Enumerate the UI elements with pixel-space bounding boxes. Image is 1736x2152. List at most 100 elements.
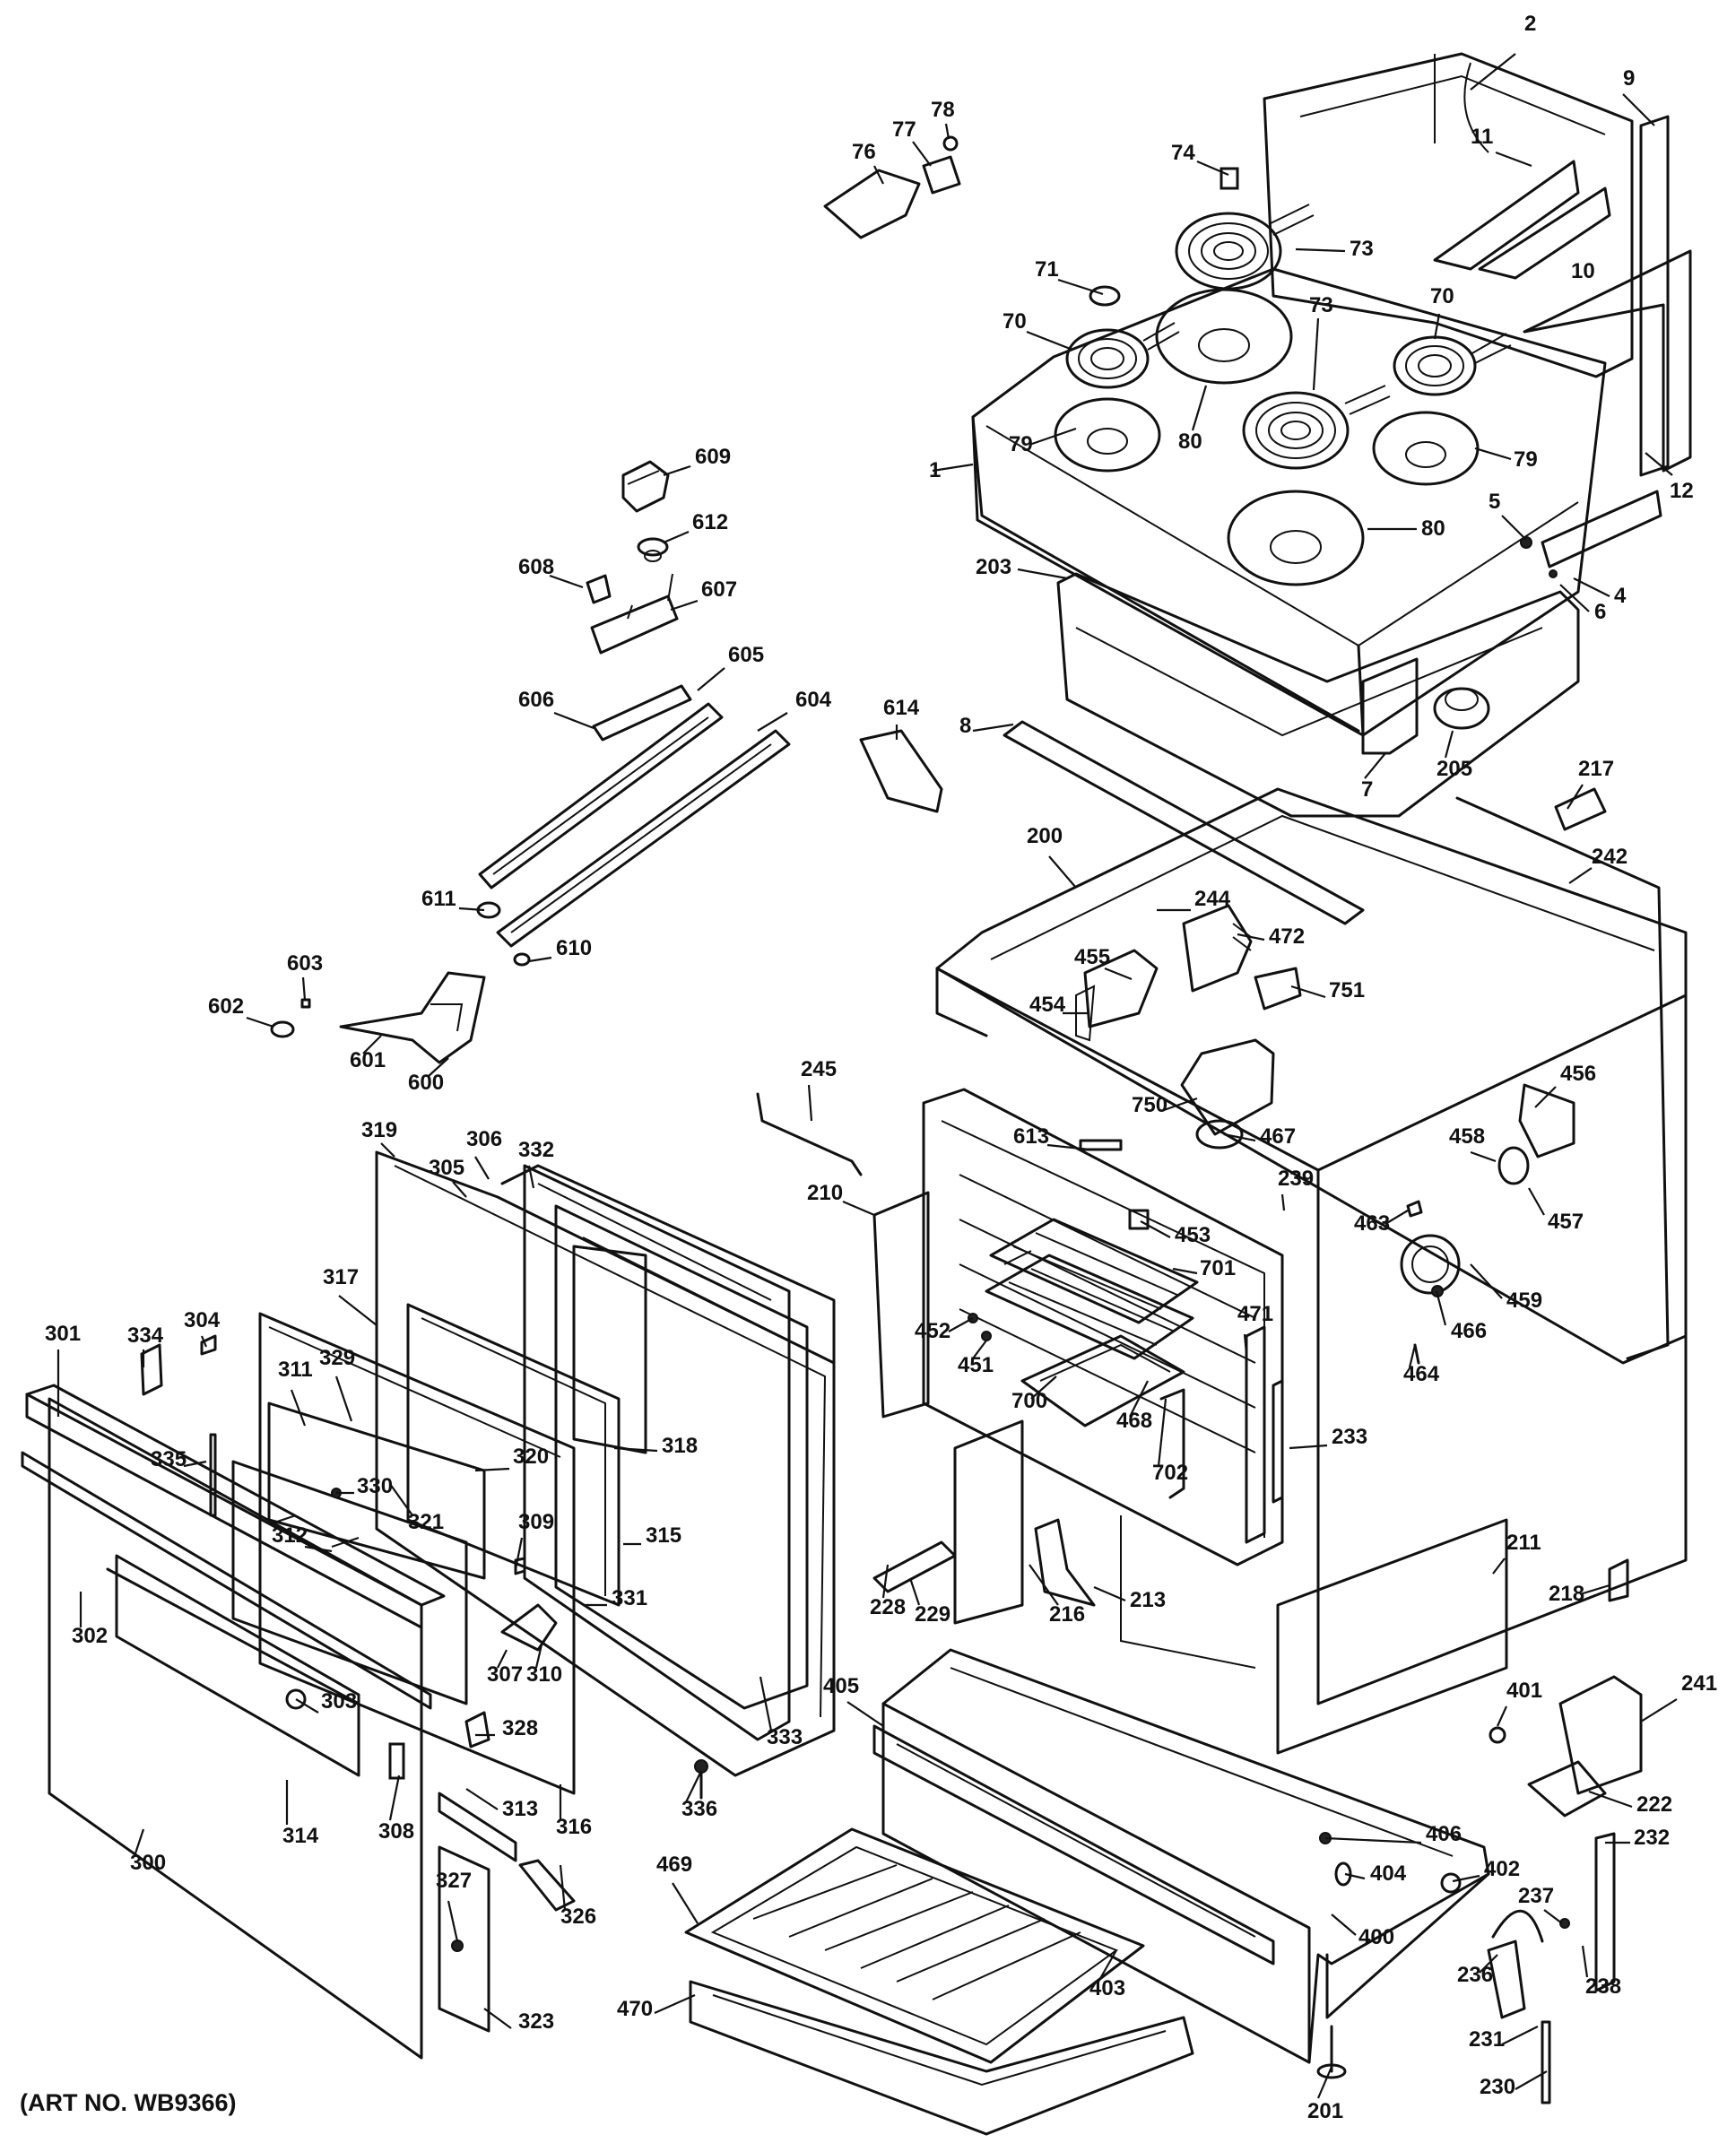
- part-label-5: 5: [1489, 490, 1500, 514]
- lower-frame: [872, 1419, 1256, 1669]
- part-label-79b: 79: [1514, 447, 1538, 472]
- part-label-213: 213: [1130, 1588, 1166, 1612]
- part-label-612: 612: [692, 510, 728, 534]
- part-label-459: 459: [1506, 1289, 1542, 1313]
- part-label-333: 333: [767, 1725, 803, 1749]
- part-label-336: 336: [681, 1797, 717, 1821]
- part-label-79a: 79: [1009, 432, 1033, 456]
- leader-237: [1543, 1909, 1563, 1924]
- part-label-471: 471: [1237, 1302, 1273, 1326]
- part-label-402: 402: [1484, 1857, 1520, 1881]
- leader-468: [1129, 1380, 1149, 1418]
- leader-79a: [1029, 427, 1077, 447]
- part-label-7: 7: [1361, 777, 1373, 802]
- leader-241: [1640, 1698, 1678, 1722]
- part-label-222: 222: [1636, 1792, 1672, 1817]
- leader-6: [1559, 584, 1590, 612]
- part-label-310: 310: [526, 1662, 562, 1687]
- clip-small: [586, 574, 612, 604]
- surface-unit-terminals: [1142, 204, 1512, 415]
- leader-73a: [1295, 247, 1346, 253]
- part-label-232: 232: [1634, 1826, 1670, 1850]
- part-label-315: 315: [646, 1523, 681, 1548]
- oven-side-panel: [872, 1191, 930, 1419]
- leader-311: [290, 1389, 307, 1427]
- leader-70b: [1433, 313, 1441, 340]
- door-liner-panel: [523, 1164, 791, 1741]
- leader-605: [697, 667, 725, 691]
- cover-plate: [859, 729, 943, 813]
- part-label-76: 76: [852, 140, 876, 164]
- leader-200: [1048, 855, 1077, 889]
- part-label-12: 12: [1670, 479, 1694, 503]
- part-label-231: 231: [1469, 2027, 1505, 2052]
- latch-assembly: [270, 971, 486, 1064]
- door-screw: [331, 1488, 708, 1800]
- leader-406: [1324, 1836, 1422, 1844]
- part-label-218: 218: [1549, 1582, 1584, 1606]
- part-label-406: 406: [1426, 1822, 1462, 1846]
- leader-70a: [1026, 330, 1073, 351]
- leader-76: [873, 165, 884, 185]
- leader-401: [1496, 1705, 1508, 1727]
- part-label-311: 311: [278, 1358, 313, 1382]
- leader-317: [338, 1295, 378, 1326]
- part-label-80b: 80: [1421, 516, 1445, 541]
- leader-320: [474, 1467, 510, 1472]
- part-label-600: 600: [408, 1071, 444, 1095]
- part-label-611: 611: [421, 887, 456, 911]
- part-label-200: 200: [1027, 824, 1063, 848]
- leader-402: [1452, 1874, 1480, 1883]
- part-label-327: 327: [436, 1869, 472, 1893]
- leader-608: [549, 574, 584, 589]
- leader-323: [483, 2008, 512, 2029]
- part-label-321: 321: [408, 1510, 444, 1534]
- part-label-8: 8: [959, 714, 971, 738]
- part-label-463: 463: [1354, 1211, 1390, 1236]
- part-label-319: 319: [361, 1118, 397, 1142]
- part-label-71: 71: [1035, 257, 1059, 282]
- slide-rail-lower: [496, 729, 791, 948]
- part-label-700: 700: [1011, 1389, 1047, 1413]
- washer: [476, 901, 531, 967]
- part-label-466: 466: [1451, 1319, 1487, 1343]
- part-label-602: 602: [208, 994, 244, 1019]
- leader-308: [388, 1775, 401, 1821]
- oven-control-relay: [1182, 904, 1253, 993]
- part-label-306: 306: [466, 1127, 502, 1151]
- leader-403: [1098, 1949, 1117, 1983]
- part-label-1: 1: [929, 458, 941, 482]
- part-label-308: 308: [378, 1819, 414, 1844]
- leader-216: [1029, 1564, 1059, 1606]
- leader-8: [972, 723, 1014, 733]
- leader-405: [846, 1701, 884, 1727]
- leader-404: [1344, 1872, 1366, 1880]
- leader-451: [972, 1340, 987, 1359]
- drawer-body: [881, 1648, 1490, 2064]
- end-cap-bracket: [1523, 249, 1692, 473]
- part-label-316: 316: [556, 1815, 592, 1839]
- part-label-70b: 70: [1430, 284, 1454, 308]
- leader-233: [1289, 1444, 1328, 1450]
- leader-305: [452, 1181, 467, 1198]
- leader-201: [1316, 2066, 1333, 2099]
- leader-607: [670, 599, 699, 612]
- part-label-609: 609: [695, 445, 731, 469]
- switch-clip-group: [823, 135, 961, 239]
- leader-228: [881, 1564, 890, 1599]
- leader-321: [389, 1483, 413, 1516]
- leader-11: [1495, 151, 1532, 168]
- part-label-603: 603: [287, 951, 323, 976]
- leader-456: [1534, 1086, 1557, 1108]
- part-label-331: 331: [612, 1586, 647, 1610]
- leader-319: [380, 1142, 395, 1158]
- part-label-9: 9: [1623, 66, 1635, 91]
- part-label-467: 467: [1260, 1124, 1296, 1149]
- door-handle: [21, 1451, 432, 1710]
- part-label-607: 607: [701, 577, 737, 602]
- leader-312: [304, 1545, 333, 1553]
- backsplash-panel: [1263, 52, 1634, 378]
- part-label-301: 301: [45, 1322, 81, 1346]
- part-label-401: 401: [1506, 1679, 1542, 1703]
- leader-335: [183, 1460, 207, 1468]
